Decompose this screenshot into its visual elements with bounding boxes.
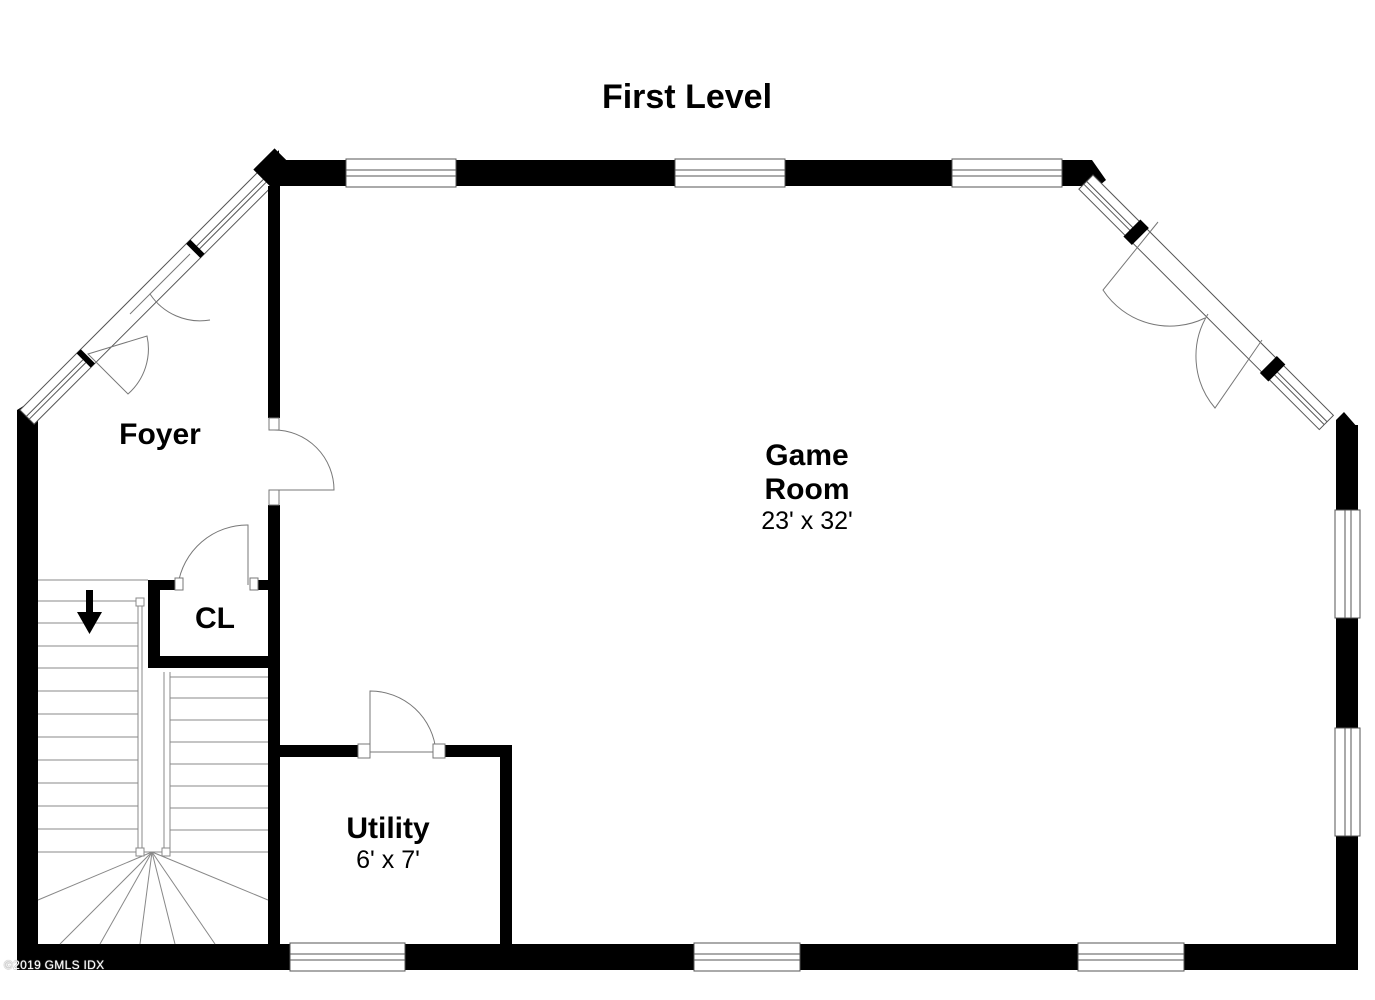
utility-name: Utility bbox=[346, 812, 430, 845]
interior-walls bbox=[148, 186, 512, 945]
closet-door bbox=[177, 524, 249, 586]
foyer-label: Foyer bbox=[119, 418, 201, 451]
wall-right-corner bbox=[1336, 412, 1358, 440]
game-room-name-line2: Room bbox=[764, 473, 850, 506]
window-bottom-2 bbox=[693, 942, 801, 972]
utility-label: Utility 6' x 7' bbox=[318, 814, 458, 873]
closet-wall-bottom bbox=[148, 656, 280, 668]
arrow-down-icon bbox=[77, 590, 102, 634]
utility-door bbox=[369, 690, 437, 753]
game-room-door bbox=[273, 429, 335, 491]
game-room-dimensions: 23' x 32' bbox=[761, 507, 853, 535]
closet-label: CL bbox=[195, 602, 235, 635]
closet-wall-top-left bbox=[148, 580, 178, 590]
foyer-entry-doors bbox=[87, 253, 211, 395]
wall-right bbox=[1336, 425, 1358, 970]
closet-wall-left bbox=[148, 580, 160, 668]
window-bottom-3 bbox=[1077, 942, 1185, 972]
utility-wall-top-right bbox=[444, 745, 512, 757]
window-top-1 bbox=[345, 158, 457, 188]
foyer-game-wall-lower bbox=[268, 505, 280, 945]
game-room-angled-wall bbox=[1078, 174, 1335, 431]
window-top-3 bbox=[951, 158, 1063, 188]
utility-dimensions: 6' x 7' bbox=[356, 846, 420, 874]
wall-left bbox=[17, 410, 38, 965]
closet-wall-top-right bbox=[258, 580, 280, 590]
game-room-name-line1: Game bbox=[765, 439, 849, 472]
window-bottom-1 bbox=[289, 942, 406, 972]
watermark: ©2019 GMLS IDX bbox=[4, 958, 105, 972]
window-top-2 bbox=[674, 158, 786, 188]
utility-wall-right bbox=[500, 745, 512, 945]
foyer-angled-wall bbox=[19, 148, 295, 425]
floor-title: First Level bbox=[601, 78, 773, 116]
windows bbox=[289, 158, 1361, 972]
game-room-label: Game Room 23' x 32' bbox=[707, 441, 907, 534]
window-right-1 bbox=[1334, 509, 1361, 619]
exterior-walls bbox=[17, 150, 1358, 970]
interior-doors bbox=[174, 417, 446, 759]
utility-wall-top-left bbox=[280, 745, 360, 757]
foyer-game-wall-upper bbox=[268, 186, 280, 418]
game-room-side-doors bbox=[1102, 221, 1263, 409]
staircase bbox=[37, 579, 269, 945]
window-right-2 bbox=[1334, 727, 1361, 837]
